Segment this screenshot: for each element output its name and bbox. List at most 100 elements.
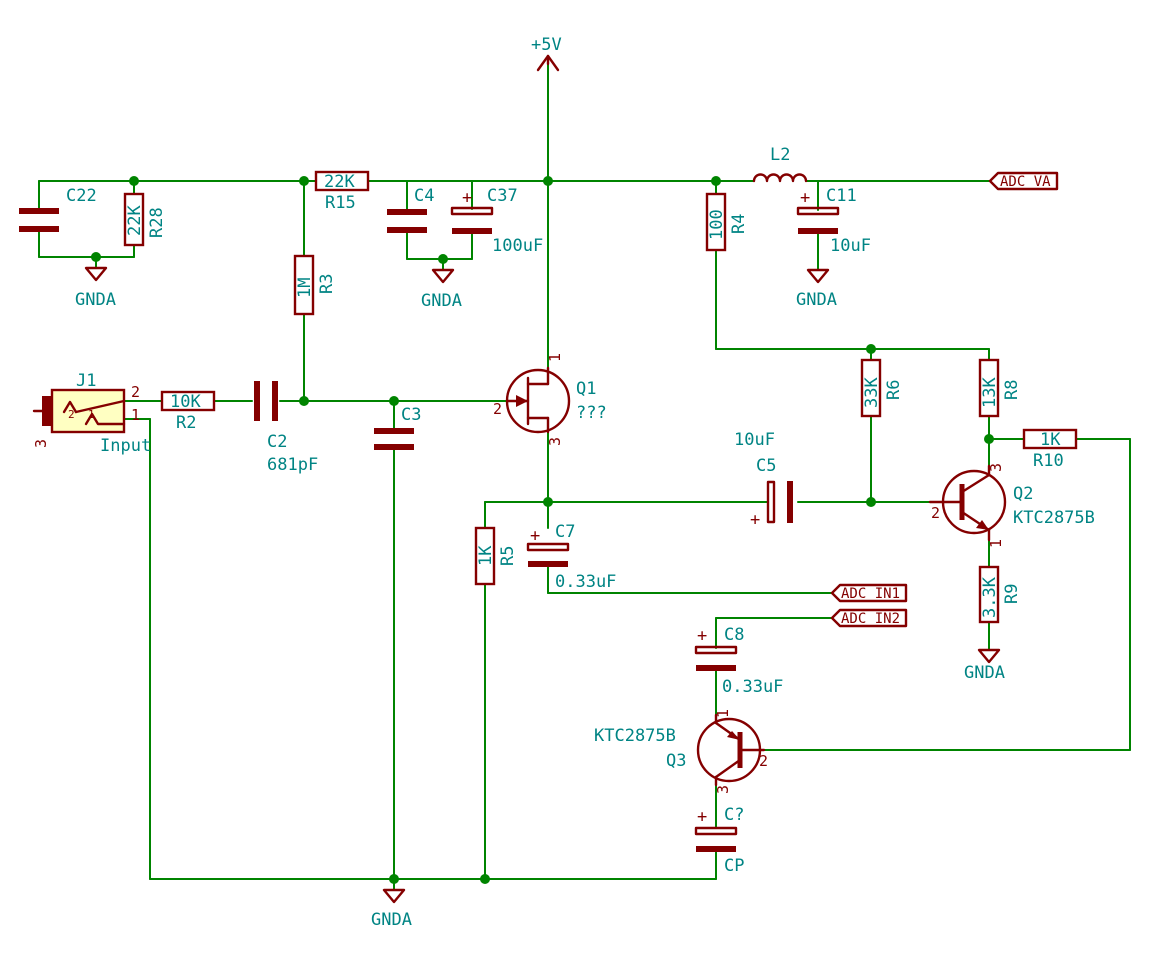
capacitor-value: 0.33uF (722, 677, 783, 697)
inductor-ref: L2 (770, 145, 790, 165)
net-label-adc-in1: ADC_IN1 (830, 583, 908, 603)
capacitor-ref: C37 (487, 186, 518, 206)
capacitor-ref: C2 (267, 432, 287, 452)
transistor-q3: 1 2 3 KTC2875B Q3 (594, 709, 768, 794)
ground-label: GNDA (796, 290, 837, 310)
junction-dot (91, 252, 101, 262)
resistor-ref: R8 (1002, 380, 1022, 400)
junction-dot (389, 874, 399, 884)
resistor-r10: 1K R10 (1022, 428, 1078, 471)
transistor-value: KTC2875B (594, 726, 676, 746)
ground-label: GNDA (964, 663, 1005, 683)
resistor-r6: 33K R6 (860, 358, 904, 418)
resistor-r8: 13K R8 (978, 358, 1022, 418)
vcc-symbol: +5V (531, 35, 562, 72)
pin-number: 1 (714, 709, 732, 718)
junction-dot (866, 344, 876, 354)
pin-number: 3 (32, 439, 50, 448)
capacitor-ref: C11 (826, 186, 857, 206)
ground-symbol-gnda: GNDA (75, 266, 116, 310)
connector-value: Input (100, 436, 151, 456)
capacitor-ref: C7 (555, 522, 575, 542)
capacitor-value: CP (724, 856, 744, 876)
pin-number: 1 (546, 353, 564, 362)
transistor-q1: 1 2 3 Q1 ??? (493, 353, 607, 446)
ground-label: GNDA (75, 290, 116, 310)
junction-dot (543, 497, 553, 507)
pin-number: 3 (714, 785, 732, 794)
capacitor-value: 0.33uF (555, 572, 616, 592)
junction-dot (299, 176, 309, 186)
junction-dot (711, 176, 721, 186)
resistor-ref: R9 (1002, 584, 1022, 604)
junction-dot (438, 254, 448, 264)
resistor-ref: R15 (325, 193, 356, 213)
resistor-value: 13K (980, 377, 1000, 408)
capacitor-c8: + C8 0.33uF (694, 625, 783, 697)
junction-dot (984, 434, 994, 444)
resistor-value: 33K (862, 377, 882, 408)
junction-dot (866, 497, 876, 507)
resistor-r9: 3.3K R9 (978, 565, 1022, 624)
capacitor-c7: + C7 0.33uF (526, 522, 616, 592)
polarity-mark: + (530, 526, 540, 546)
resistor-value: 22K (125, 205, 145, 236)
ground-symbol-gnda: GNDA (796, 268, 837, 310)
resistor-ref: R10 (1033, 451, 1064, 471)
net-label-adc-va: ADC_VA (988, 171, 1059, 191)
capacitor-ref: C4 (414, 186, 434, 206)
pin-number: 1 (88, 408, 95, 421)
pin-number: 1 (987, 539, 1005, 548)
vcc-label: +5V (531, 35, 562, 55)
transistor-ref: Q2 (1013, 484, 1033, 504)
capacitor-c11: + C11 10uF (796, 186, 871, 256)
net-label-text: ADC_IN1 (841, 586, 900, 602)
transistor-ref: Q1 (576, 379, 596, 399)
polarity-mark: + (800, 188, 810, 208)
resistor-r28: 22K R28 (123, 192, 167, 247)
junction-dot (480, 874, 490, 884)
resistor-value: 1K (1040, 430, 1061, 450)
transistor-ref: Q3 (666, 751, 686, 771)
capacitor-ref: C22 (66, 186, 97, 206)
junctions (91, 176, 994, 884)
capacitor-ref: C8 (724, 625, 744, 645)
junction-dot (299, 396, 309, 406)
polarity-mark: + (462, 188, 472, 208)
capacitor-ref: C3 (401, 405, 421, 425)
resistor-value: 3.3K (980, 576, 1000, 618)
resistor-r2: 10K R2 (160, 390, 216, 433)
net-label-adc-in2: ADC_IN2 (830, 608, 908, 628)
capacitor-value: 681pF (267, 455, 318, 475)
junction-dot (389, 396, 399, 406)
pin-number: 2 (131, 383, 140, 401)
capacitor-c5: + C5 10uF (734, 430, 793, 530)
ground-symbol-gnda: GNDA (421, 268, 462, 311)
capacitor-c2: C2 681pF (254, 381, 318, 475)
resistor-ref: R5 (498, 546, 518, 566)
resistor-r15: 22K R15 (314, 170, 370, 213)
resistor-ref: R4 (729, 214, 749, 234)
capacitor-value: 10uF (830, 236, 871, 256)
ground-label: GNDA (421, 291, 462, 311)
junction-dot (129, 176, 139, 186)
capacitor-value: 10uF (734, 430, 775, 450)
pin-number: 3 (987, 463, 1005, 472)
net-label-text: ADC_IN2 (841, 611, 900, 627)
transistor-value: ??? (576, 403, 607, 423)
capacitor-c37: + C37 100uF (450, 186, 543, 256)
resistor-value: 10K (170, 392, 201, 412)
capacitor-value: 100uF (492, 236, 543, 256)
resistor-r5: 1K R5 (474, 526, 518, 586)
transistor-value: KTC2875B (1013, 508, 1095, 528)
pin-number: 2 (68, 408, 75, 421)
connector-j1: J1 Input 2 1 3 2 1 (32, 371, 151, 456)
ground-symbol-gnda: GNDA (964, 648, 1005, 683)
ground-label: GNDA (371, 910, 412, 930)
resistor-ref: R28 (147, 207, 167, 238)
pin-number: 2 (759, 752, 768, 770)
pin-number: 1 (131, 406, 140, 424)
resistor-value: 1M (295, 278, 315, 298)
resistor-value: 1K (476, 545, 496, 566)
